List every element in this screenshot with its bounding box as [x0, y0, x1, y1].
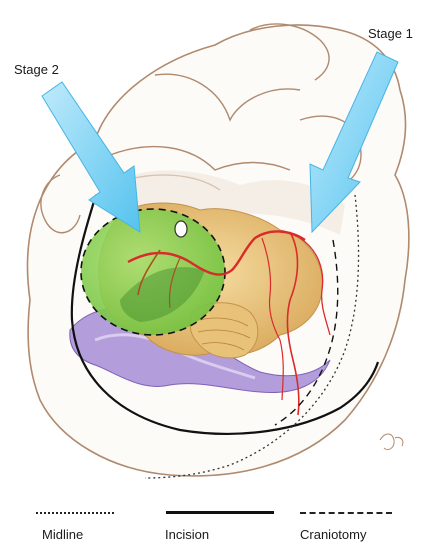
artery-main [127, 230, 306, 276]
brow-contour [109, 145, 291, 171]
artery-branch-1 [286, 231, 300, 416]
artery-branch-5 [168, 257, 181, 309]
artery-branch-3 [261, 237, 284, 401]
face-shading [115, 170, 345, 235]
stage2-label: Stage 2 [14, 62, 59, 77]
legend-midline-label: Midline [42, 527, 84, 542]
stage1-label: Stage 1 [368, 26, 413, 41]
artery-branch-4 [137, 249, 161, 296]
legend-craniotomy-label: Craniotomy [300, 527, 367, 542]
legend-incision-swatch [166, 511, 274, 514]
artery-branch-2 [299, 237, 331, 336]
artist-signature [379, 433, 404, 451]
craniotomy-outline [80, 208, 226, 336]
midline-line [144, 194, 360, 479]
tumor-zone [81, 209, 225, 335]
legend-midline-swatch [36, 512, 114, 514]
cerebellum-folia [197, 317, 251, 351]
legend-incision-label: Incision [165, 527, 210, 542]
incision-line [70, 194, 380, 435]
ear-contour [40, 174, 81, 234]
stage1-arrow [309, 51, 399, 234]
legend-craniotomy-swatch [300, 512, 392, 514]
nose-contour [249, 23, 330, 81]
stage2-arrow [41, 81, 141, 233]
forehead-contour [154, 73, 301, 122]
burr-hole [174, 220, 188, 238]
